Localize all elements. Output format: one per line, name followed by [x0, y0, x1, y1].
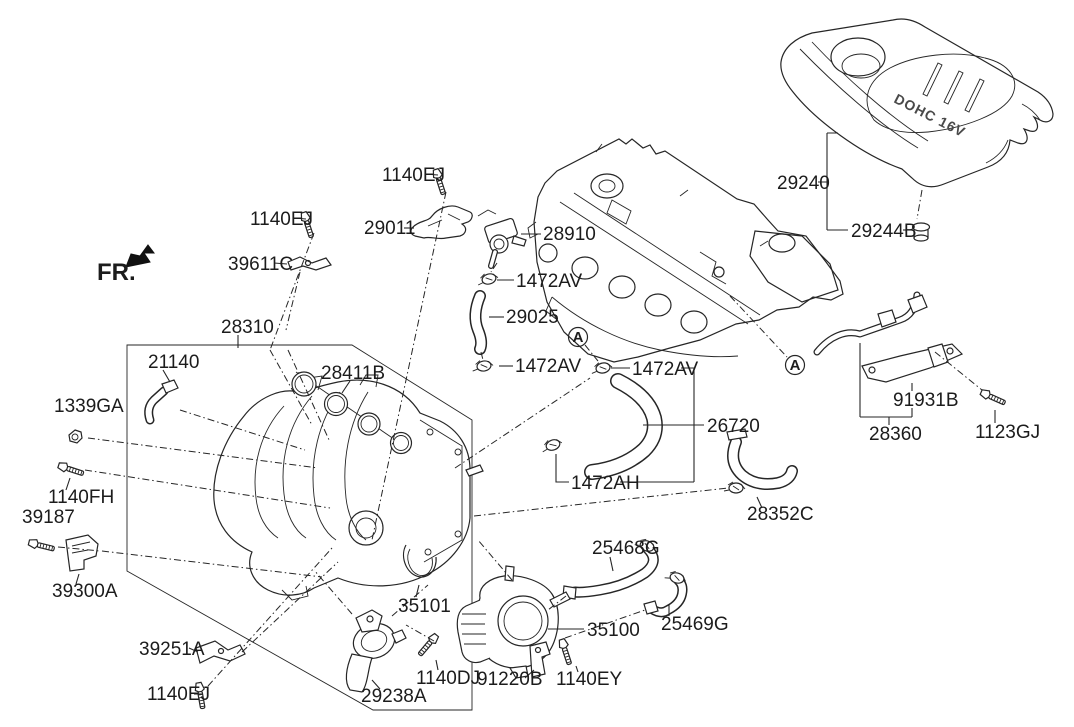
- hose-28352C-drawing: [726, 428, 798, 490]
- hose-25468G-drawing: [562, 543, 659, 600]
- part-label-1140FH[interactable]: 1140FH: [48, 487, 114, 508]
- clamp-1472AH-icon: [539, 435, 564, 455]
- part-label-25468G[interactable]: 25468G: [592, 538, 660, 559]
- part-label-91220B[interactable]: 91220B: [477, 669, 543, 690]
- bracket-39251A-drawing: [195, 640, 246, 664]
- throttle-body-drawing: [456, 565, 571, 679]
- leader-lines: [65, 132, 996, 695]
- part-number-labels: 1140EJ 29011 1140EJ 39611C 28910 1472AV …: [22, 165, 1040, 707]
- part-label-1472AH[interactable]: 1472AH: [571, 473, 640, 494]
- clamp-1472AV-1-icon: [475, 270, 500, 288]
- clamp-1472AV-3-icon: [589, 359, 614, 376]
- part-label-1472AV-2[interactable]: 1472AV: [515, 356, 582, 377]
- detail-marker-letter: A: [573, 329, 584, 346]
- hose-25469G-drawing: [643, 575, 688, 618]
- part-label-29244B[interactable]: 29244B: [851, 221, 917, 242]
- detail-marker-letter: A: [790, 357, 801, 374]
- part-label-39187[interactable]: 39187: [22, 507, 75, 528]
- part-label-39251A[interactable]: 39251A: [139, 639, 205, 660]
- part-label-35100[interactable]: 35100: [587, 620, 640, 641]
- part-label-28360[interactable]: 28360: [869, 424, 922, 445]
- part-label-1472AV-1[interactable]: 1472AV: [516, 271, 583, 292]
- part-label-28352C[interactable]: 28352C: [747, 504, 814, 525]
- fuel-pipe-bracket-drawing: [813, 291, 964, 383]
- bolt-1123GJ-icon: [978, 387, 1008, 408]
- part-label-1140EJ-bottom[interactable]: 1140EJ: [147, 684, 210, 705]
- part-label-39611C[interactable]: 39611C: [228, 254, 293, 275]
- part-label-21140[interactable]: 21140: [148, 352, 199, 373]
- part-label-28910[interactable]: 28910: [543, 224, 596, 245]
- part-label-1140DJ[interactable]: 1140DJ: [416, 668, 480, 689]
- detail-marker-A-1: A: [567, 326, 589, 348]
- bolt-39187-icon: [27, 537, 56, 554]
- intake-manifold-drawing: [213, 374, 484, 601]
- clamp-1472AV-2-icon: [470, 357, 495, 374]
- part-label-1140EY[interactable]: 1140EY: [556, 669, 623, 690]
- part-label-26720[interactable]: 26720: [707, 416, 760, 437]
- part-label-28411B[interactable]: 28411B: [321, 363, 385, 384]
- bracket-29011-drawing: [410, 205, 473, 240]
- front-arrow-icon: [125, 244, 155, 268]
- front-label: FR.: [97, 259, 136, 286]
- part-label-1123GJ[interactable]: 1123GJ: [975, 422, 1040, 443]
- front-direction-indicator: FR.: [97, 244, 155, 286]
- part-label-28310[interactable]: 28310: [221, 317, 274, 338]
- dashdot-leader-lines: [57, 189, 983, 687]
- purge-valve-28910-drawing: [477, 209, 527, 269]
- hose-29025-drawing: [469, 290, 488, 355]
- bracket-39611C-drawing: [287, 256, 332, 271]
- part-label-1472AV-3[interactable]: 1472AV: [632, 359, 699, 380]
- engine-cover-drawing: DOHC 16V: [780, 18, 1054, 188]
- part-label-91931B[interactable]: 91931B: [893, 390, 959, 411]
- valve-29238A-drawing: [345, 609, 407, 693]
- nut-1339GA-icon: [68, 429, 83, 444]
- bolt-1140DJ-icon: [415, 631, 441, 659]
- part-label-1339GA[interactable]: 1339GA: [54, 396, 124, 417]
- hose-clamp-icon: [723, 481, 746, 494]
- part-label-1140EJ-top[interactable]: 1140EJ: [382, 165, 445, 186]
- part-label-39300A[interactable]: 39300A: [52, 581, 118, 602]
- engine-head-drawing: [527, 138, 844, 363]
- part-label-1140EJ-left[interactable]: 1140EJ: [250, 209, 313, 230]
- detail-marker-A-2: A: [784, 354, 806, 376]
- part-label-25469G[interactable]: 25469G: [661, 614, 729, 635]
- bolt-1140FH-icon: [56, 460, 86, 479]
- hose-26720-drawing: [584, 373, 663, 480]
- group-box-28310: [126, 344, 473, 711]
- part-label-29025[interactable]: 29025: [506, 307, 559, 328]
- part-label-29238A[interactable]: 29238A: [361, 686, 427, 707]
- part-label-35101[interactable]: 35101: [398, 596, 451, 617]
- part-label-29011[interactable]: 29011: [364, 218, 415, 239]
- part-label-29240[interactable]: 29240: [777, 173, 830, 194]
- sensor-39300A-drawing: [65, 534, 99, 572]
- fitting-21140-drawing: [144, 379, 179, 425]
- gasket-set-28411B-drawing: [291, 371, 413, 455]
- ring-35101-drawing: [402, 544, 437, 578]
- cover-grommet-icon: [911, 222, 931, 242]
- bolt-1140EY-icon: [556, 637, 575, 667]
